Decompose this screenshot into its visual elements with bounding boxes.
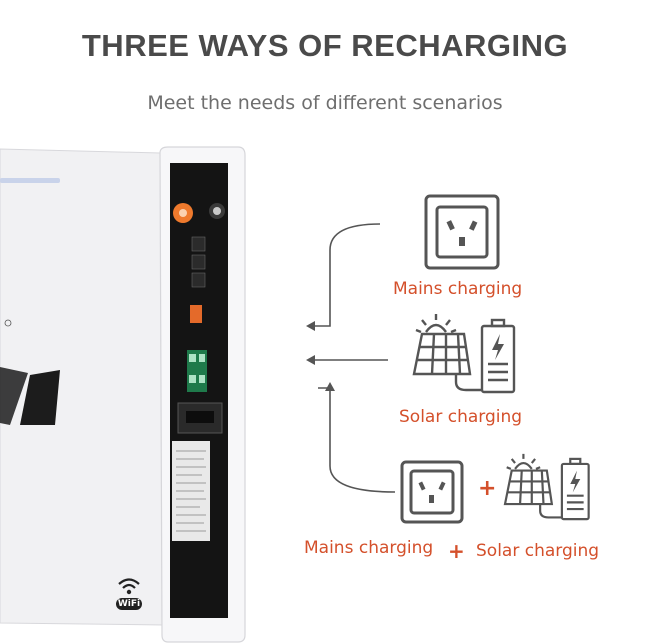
combined-solar-battery-icon (500, 452, 592, 526)
mains-socket-icon (423, 193, 501, 271)
wifi-icon: WiFi (116, 575, 142, 611)
combined-mains-label: Mains charging (304, 538, 434, 558)
battery-product-image: WiFi (0, 145, 250, 643)
plus-sign: + (478, 476, 497, 501)
mains-charging-label: Mains charging (393, 279, 523, 299)
charging-flow-arrows (306, 223, 396, 493)
solar-charging-label: Solar charging (399, 407, 523, 427)
combined-socket-icon (399, 459, 465, 525)
combined-plus-sign: + (448, 539, 465, 563)
wifi-badge-label: WiFi (116, 598, 142, 610)
solar-panel-battery-icon (408, 312, 518, 400)
page-title: THREE WAYS OF RECHARGING (81, 28, 569, 63)
page-subtitle: Meet the needs of different scenarios (147, 92, 503, 114)
combined-solar-label: Solar charging (476, 541, 600, 561)
